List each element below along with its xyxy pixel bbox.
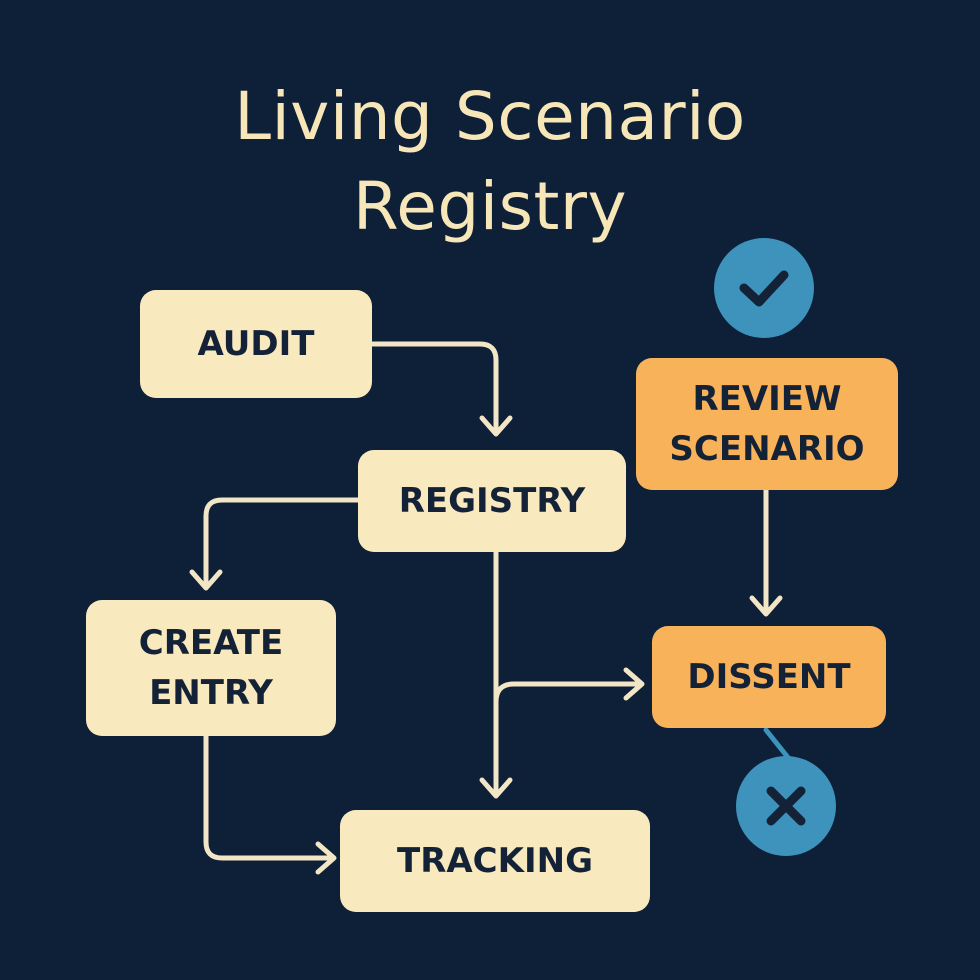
node-registry: REGISTRY <box>358 450 626 552</box>
node-dissent-label: DISSENT <box>687 657 851 697</box>
connector-branch-to-dissent <box>493 681 641 705</box>
title-line-2: Registry <box>352 168 628 245</box>
node-tracking-label: TRACKING <box>397 841 593 881</box>
diagram-title: Living Scenario Registry <box>0 72 980 252</box>
arrowhead-review-to-dissent <box>749 595 783 617</box>
node-dissent: DISSENT <box>652 626 886 728</box>
check-icon <box>739 270 789 307</box>
connector-audit-to-registry <box>369 341 499 433</box>
node-create-entry-line-1: CREATE <box>138 623 284 663</box>
x-icon <box>766 786 806 826</box>
node-create-entry-line-2: ENTRY <box>149 673 273 713</box>
node-create-entry: CREATE ENTRY <box>86 600 336 736</box>
arrowhead-branch-to-dissent <box>623 667 645 701</box>
node-registry-label: REGISTRY <box>398 481 586 521</box>
arrowhead-registry-to-tracking <box>479 777 513 799</box>
arrowhead-audit-to-registry <box>479 415 513 437</box>
node-tracking: TRACKING <box>340 810 650 912</box>
node-review-scenario-line-1: REVIEW <box>692 379 842 419</box>
arrowhead-create-entry-to-tracking <box>315 841 337 875</box>
node-audit: AUDIT <box>140 290 372 398</box>
connector-create-entry-to-tracking <box>203 733 333 861</box>
reject-badge <box>736 756 836 856</box>
node-review-scenario: REVIEW SCENARIO <box>636 358 898 490</box>
title-line-1: Living Scenario <box>234 78 746 155</box>
node-audit-label: AUDIT <box>197 324 315 364</box>
connector-registry-to-create-entry <box>203 497 361 587</box>
connector-dissent-to-reject <box>763 727 793 763</box>
node-review-scenario-line-2: SCENARIO <box>669 429 865 469</box>
approve-badge <box>714 238 814 338</box>
arrowhead-registry-to-create-entry <box>189 569 223 591</box>
